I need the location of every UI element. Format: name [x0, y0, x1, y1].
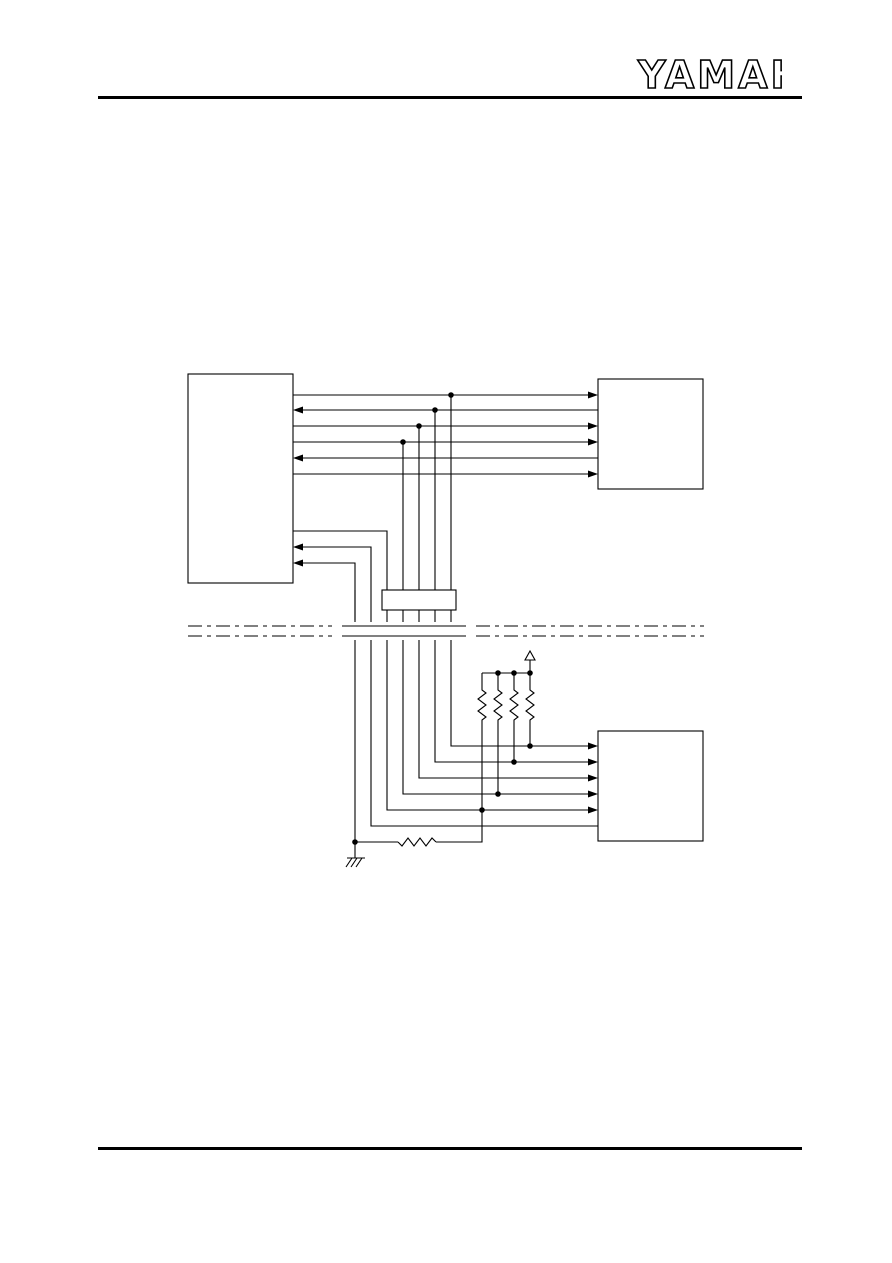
resistor-icon — [397, 837, 437, 847]
right-lower-device-block — [597, 730, 704, 842]
right-upper-device-block — [597, 378, 704, 490]
cable-clamp-block — [381, 589, 457, 611]
cable-break-lines — [188, 625, 704, 637]
header-rule — [98, 96, 802, 99]
resistor-icon — [477, 673, 487, 810]
resistor-icon — [525, 673, 535, 746]
cable-segment-lines — [354, 590, 452, 622]
ground-resistor — [352, 810, 483, 847]
vertical-trunk-lines — [402, 395, 452, 590]
footer-rule — [98, 1147, 802, 1150]
left-controller-block — [187, 373, 294, 584]
brand-logo-text: YAMAHA — [637, 53, 782, 94]
yamaha-logo: YAMAHA — [636, 52, 782, 94]
upper-bus-lines — [293, 391, 598, 478]
resistor-icon — [493, 673, 503, 794]
resistor-icon — [509, 673, 519, 762]
left-lower-signal-lines — [293, 530, 388, 620]
ground-icon — [345, 857, 365, 868]
pull-up-resistor-network — [477, 649, 536, 813]
vcc-terminal-icon — [524, 649, 536, 661]
lower-cable-lines — [354, 640, 598, 858]
